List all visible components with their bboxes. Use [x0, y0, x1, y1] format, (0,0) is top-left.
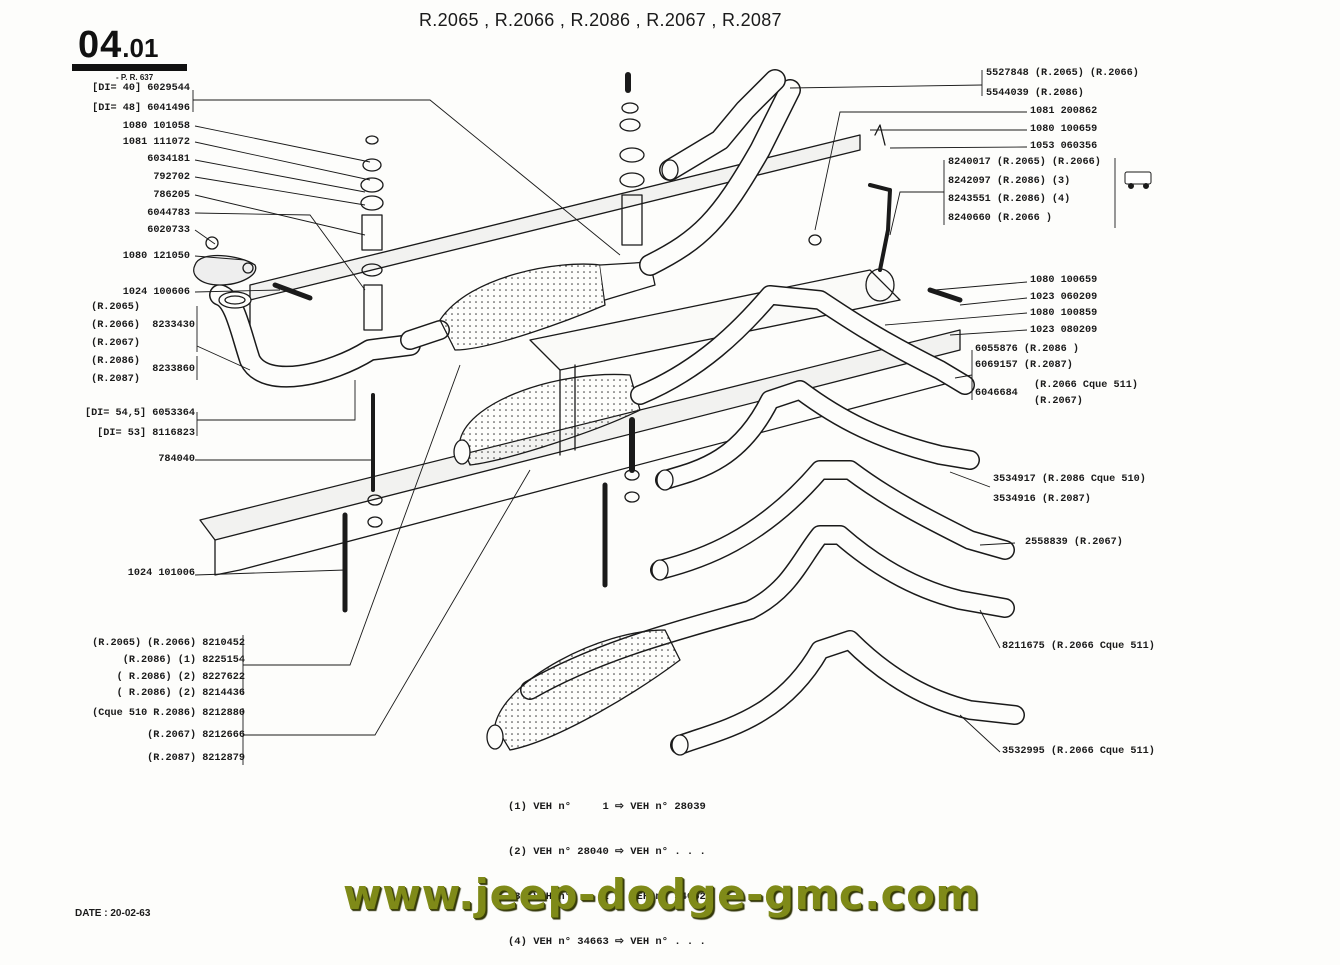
legend-line-2: (2) VEH n° 28040 ⇨ VEH n° . . . [508, 846, 706, 858]
part-label-8211675: 8211675 (R.2066 Cque 511) [1002, 641, 1155, 652]
sheet-number-underline [72, 64, 187, 71]
center-mount-stack [602, 72, 645, 588]
model-label-r2067-b: (R.2067) [1034, 396, 1083, 407]
part-label-8240017: 8240017 (R.2065) (R.2066) [948, 157, 1101, 168]
model-label-r2067: (R.2067) [91, 338, 140, 349]
part-label-8240660: 8240660 (R.2066 ) [948, 213, 1052, 224]
model-label-r2065: (R.2065) [91, 302, 140, 313]
part-label-6053364: [DI= 54,5] 6053364 [84, 408, 195, 419]
part-label-8212879: (R.2087) 8212879 [147, 753, 245, 764]
part-label-1023-080209: 1023 080209 [1030, 325, 1098, 336]
flange-clamp [193, 236, 313, 301]
legend-line-1: (1) VEH n° 1 ⇨ VEH n° 28039 [508, 801, 706, 813]
part-label-6055876: 6055876 (R.2086 ) [975, 344, 1079, 355]
part-label-6046684: 6046684 [975, 388, 1018, 399]
part-label-6020733: 6020733 [147, 225, 190, 236]
part-label-8233430: 8233430 [152, 320, 195, 331]
part-label-8214436: ( R.2086) (2) 8214436 [116, 688, 245, 699]
part-label-3534916: 3534916 (R.2087) [993, 494, 1091, 505]
left-mount-stack [342, 135, 384, 613]
exhaust-exploded-diagram [192, 69, 1152, 765]
tail-pipe-3532995 [670, 630, 1025, 756]
part-label-3532995: 3532995 (R.2066 Cque 511) [1002, 746, 1155, 757]
model-label-r2086: (R.2086) [91, 356, 140, 367]
pr-reference: - P. R. 637 [116, 73, 154, 82]
part-label-1080-100659-b: 1080 100659 [1030, 275, 1098, 286]
models-title: R.2065 , R.2066 , R.2086 , R.2067 , R.20… [419, 10, 782, 30]
part-label-1081-200862: 1081 200862 [1030, 106, 1098, 117]
part-label-1081-111072: 1081 111072 [122, 137, 190, 148]
upper-tail-pipe [659, 69, 786, 181]
leader-lines [192, 70, 1116, 765]
sheet-number-major: 04 [78, 24, 123, 66]
part-label-1080-100659-a: 1080 100659 [1030, 124, 1098, 135]
legend-line-4: (4) VEH n° 34663 ⇨ VEH n° . . . [508, 936, 706, 948]
part-label-6034181: 6034181 [147, 154, 190, 165]
part-label-6044783: 6044783 [147, 208, 190, 219]
part-label-5544039: 5544039 (R.2086) [986, 88, 1084, 99]
van-icon [1124, 171, 1152, 189]
middle-muffler [453, 285, 975, 466]
part-label-6029544: [DI= 40] 6029544 [92, 83, 190, 94]
legend-line-3: (3) VEH n° 1 ⇨ VEH n° 34662 [508, 891, 706, 903]
part-label-786205: 786205 [153, 190, 190, 201]
part-label-1053-060356: 1053 060356 [1030, 141, 1098, 152]
part-label-8116823: [DI= 53] 8116823 [97, 428, 195, 439]
part-label-8210452: (R.2065) (R.2066) 8210452 [92, 638, 245, 649]
part-label-6069157: 6069157 (R.2087) [975, 360, 1073, 371]
part-label-8243551: 8243551 (R.2086) (4) [948, 194, 1071, 205]
date-label: DATE : 20-02-63 [75, 908, 151, 919]
part-label-8242097: 8242097 (R.2086) (3) [948, 176, 1071, 187]
part-label-3534917: 3534917 (R.2086 Cque 510) [993, 474, 1146, 485]
part-label-8212666: (R.2067) 8212666 [147, 730, 245, 741]
part-label-1023-060209: 1023 060209 [1030, 292, 1098, 303]
part-label-1024-100606: 1024 100606 [122, 287, 190, 298]
sheet-number-minor: .01 [122, 33, 159, 63]
upper-muffler [400, 79, 801, 351]
model-label-r2066-cque511: (R.2066 Cque 511) [1034, 380, 1138, 391]
part-label-1024-101006: 1024 101006 [127, 568, 195, 579]
tail-pipe-2558839 [650, 460, 1015, 581]
front-pipe [209, 284, 421, 388]
part-label-8227622: ( R.2086) (2) 8227622 [116, 672, 245, 683]
part-label-8233860: 8233860 [152, 364, 195, 375]
serial-legend: (1) VEH n° 1 ⇨ VEH n° 28039 (2) VEH n° 2… [508, 770, 706, 965]
part-label-1080-101058: 1080 101058 [122, 121, 190, 132]
lower-muffler [486, 629, 681, 751]
sheet-number: 04.01 [78, 24, 158, 67]
tail-pipe-3534917 [655, 380, 980, 491]
part-label-5527848: 5527848 (R.2065) (R.2066) [986, 68, 1139, 79]
part-label-1080-121050: 1080 121050 [122, 251, 190, 262]
part-label-8212880: (Cque 510 R.2086) 8212880 [92, 708, 245, 719]
part-label-1080-100859: 1080 100859 [1030, 308, 1098, 319]
model-label-r2066: (R.2066) [91, 320, 140, 331]
part-label-792702: 792702 [153, 172, 190, 183]
part-label-2558839: 2558839 (R.2067) [1025, 537, 1123, 548]
part-label-8225154: (R.2086) (1) 8225154 [122, 655, 245, 666]
part-label-6041496: [DI= 48] 6041496 [92, 103, 190, 114]
website-watermark: www.jeep-dodge-gmc.com [343, 870, 980, 919]
model-label-r2087: (R.2087) [91, 374, 140, 385]
part-label-784040: 784040 [158, 454, 195, 465]
